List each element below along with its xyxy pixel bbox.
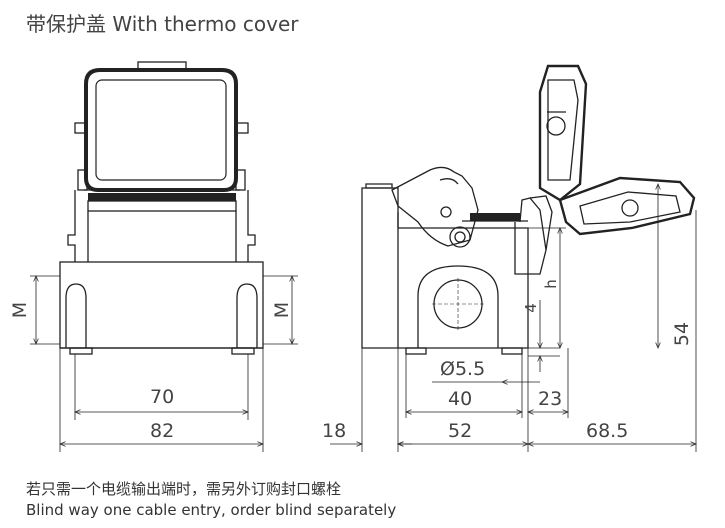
- dim-23: 23: [538, 388, 562, 410]
- dim-70: 70: [150, 386, 174, 408]
- housing-body: [59, 261, 264, 349]
- cover-window: [95, 79, 227, 181]
- side-view: [330, 64, 696, 452]
- front-view: [30, 61, 298, 452]
- dim-hole-diameter: Ø5.5: [440, 358, 485, 380]
- cover-outline: [84, 68, 238, 192]
- dim-18: 18: [322, 420, 346, 442]
- dim-54: 54: [671, 322, 693, 346]
- note-english: Blind way one cable entry, order blind s…: [26, 501, 397, 519]
- cable-entry-boss: [417, 265, 499, 348]
- right-ear: [235, 122, 249, 134]
- cover-open-vertical: [538, 64, 588, 202]
- dim-40: 40: [448, 388, 472, 410]
- left-ear: [74, 122, 88, 134]
- dim-m-right: M: [271, 302, 293, 318]
- lever: [391, 166, 479, 247]
- dim-68-5: 68.5: [586, 420, 628, 442]
- dim-4: 4: [522, 303, 540, 313]
- gasket-band: [88, 193, 236, 201]
- page-title: 带保护盖 With thermo cover: [26, 12, 299, 36]
- dim-52: 52: [448, 420, 472, 442]
- back-plate: [361, 187, 399, 349]
- note-chinese: 若只需一个电缆输出端时，需另外订购封口螺栓: [26, 480, 342, 498]
- cover-open-angled: [558, 176, 696, 236]
- dim-h: h: [542, 279, 560, 289]
- dim-82: 82: [150, 420, 174, 442]
- dim-m-left: M: [9, 302, 31, 318]
